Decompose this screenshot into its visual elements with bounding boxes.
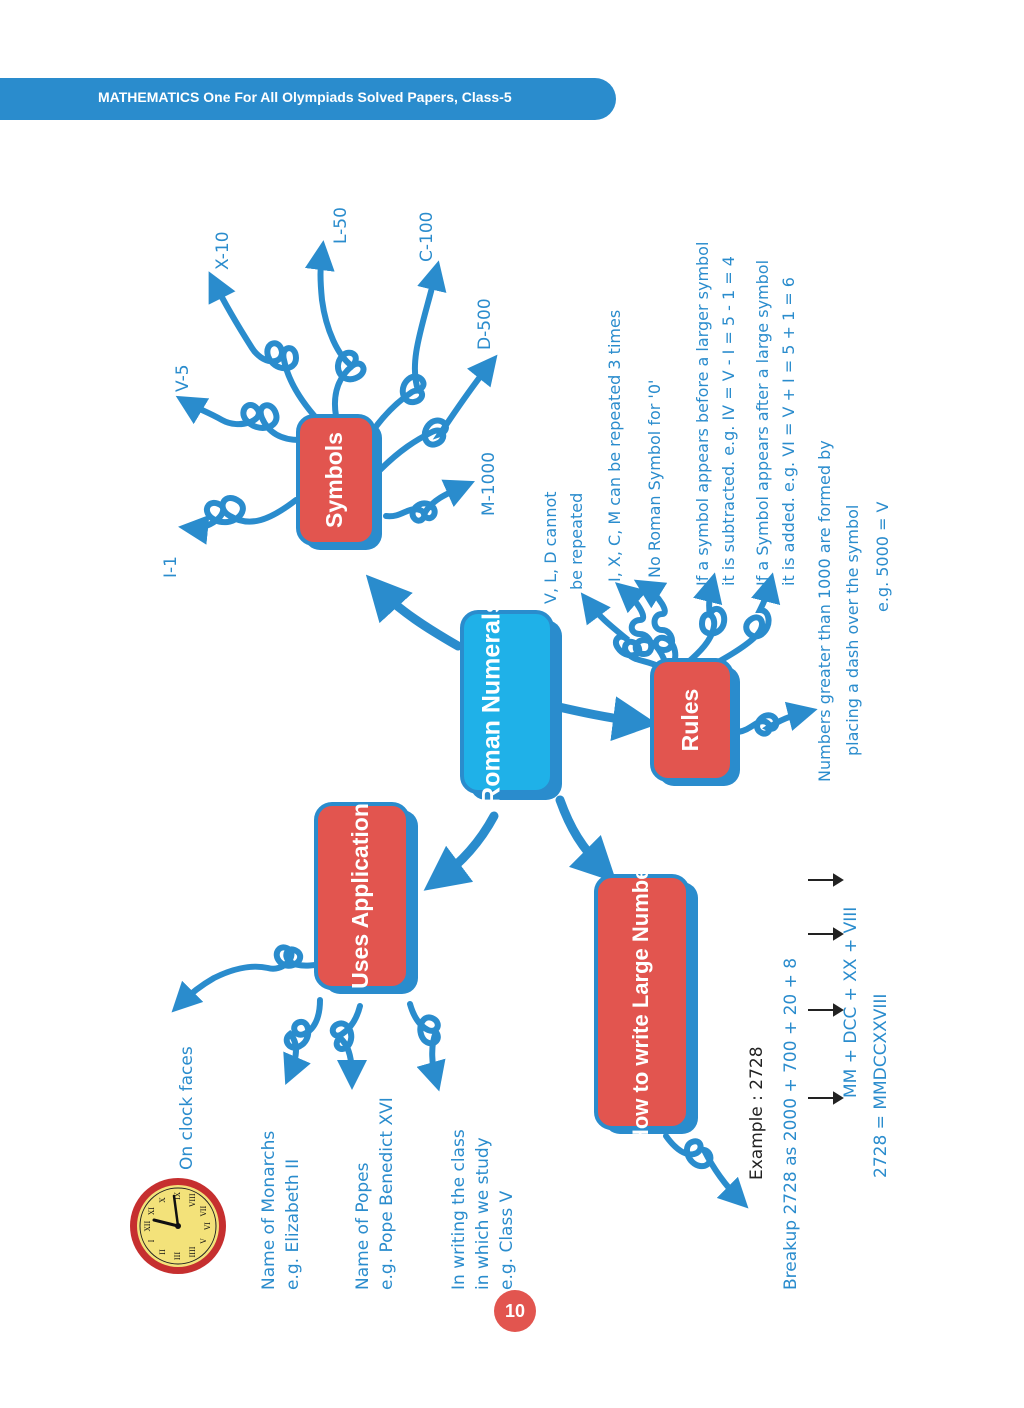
- clock-numeral: I: [148, 1239, 156, 1242]
- arrow-to-uses: [423, 811, 499, 891]
- clock-numeral: XI: [148, 1207, 156, 1215]
- use-class-a: In writing the class: [449, 1129, 469, 1290]
- header-bar: [0, 78, 616, 120]
- node-center-label: Roman Numerals: [478, 599, 506, 805]
- large-example: Example : 2728: [747, 1046, 767, 1180]
- rule-5b: it is added. e.g. VI = V + I = 5 + 1 = 6: [779, 277, 798, 586]
- rule-4b: it is subtracted. e.g. IV = V - I = 5 - …: [719, 256, 738, 586]
- symbol-labels: I-1 V-5 X-10 L-50 C-100 D-500 M-1000: [161, 207, 499, 578]
- clock-numeral: IIII: [189, 1246, 197, 1257]
- large-texts: Example : 2728 Breakup 2728 as 2000 + 70…: [747, 907, 891, 1290]
- clock-numeral: II: [159, 1249, 167, 1255]
- use-monarch-a: Name of Monarchs: [259, 1131, 279, 1290]
- symbol-i: I-1: [161, 556, 181, 578]
- breakup-arrows: [808, 873, 844, 1105]
- rule-6c: e.g. 5000 = V: [873, 501, 892, 612]
- large-result: 2728 = MMDCCXXVIII: [871, 994, 891, 1178]
- rule-5a: If a Symbol appears after a large symbol: [753, 260, 772, 586]
- use-class-b: in which we study: [473, 1137, 493, 1290]
- symbol-v: V-5: [173, 364, 193, 392]
- use-clock: On clock faces: [177, 1046, 197, 1170]
- node-symbols-label: Symbols: [321, 432, 347, 528]
- rule-6a: Numbers greater than 1000 are formed by: [815, 440, 834, 782]
- large-roman-parts: MM + DCC + XX + VIII: [841, 907, 861, 1098]
- arrow-to-symbols: [365, 574, 463, 651]
- node-uses: Uses Application: [314, 802, 418, 994]
- uses-texts: On clock faces Name of Monarchs e.g. Eli…: [177, 1046, 517, 1290]
- use-popes-a: Name of Popes: [353, 1162, 373, 1290]
- large-breakup: Breakup 2728 as 2000 + 700 + 20 + 8: [781, 958, 801, 1290]
- symbol-m: M-1000: [479, 452, 499, 516]
- symbol-c: C-100: [417, 212, 437, 262]
- node-uses-label: Uses Application: [347, 803, 373, 989]
- clock-numeral: VI: [204, 1222, 212, 1231]
- node-rules: Rules: [650, 658, 740, 786]
- use-monarch-b: e.g. Elizabeth II: [283, 1159, 303, 1290]
- use-class-c: e.g. Class V: [497, 1190, 517, 1290]
- rule-2: I, X, C, M can be repeated 3 times: [605, 310, 624, 582]
- clock-numeral: VII: [200, 1205, 208, 1217]
- clock-numeral: III: [174, 1252, 182, 1261]
- node-large: How to write Large Number: [594, 859, 698, 1145]
- node-rules-label: Rules: [677, 689, 703, 752]
- page-number: 10: [494, 1290, 536, 1332]
- rule-1a: V, L, D cannot: [541, 491, 560, 604]
- node-center: Roman Numerals: [460, 599, 562, 805]
- node-large-label: How to write Large Number: [628, 859, 653, 1145]
- rule-3: No Roman Symbol for '0': [645, 380, 664, 578]
- symbol-d: D-500: [475, 298, 495, 350]
- arrow-to-large: [555, 795, 617, 883]
- node-symbols: Symbols: [296, 414, 382, 550]
- symbol-l: L-50: [331, 207, 351, 244]
- use-popes-b: e.g. Pope Benedict XVI: [377, 1097, 397, 1290]
- rule-4a: If a symbol appears before a larger symb…: [693, 242, 712, 586]
- rule-6b: placing a dash over the symbol: [843, 505, 862, 756]
- clock-numeral: X: [159, 1197, 167, 1202]
- curly-connectors: [171, 240, 818, 1209]
- clock-numeral: V: [200, 1238, 208, 1245]
- rule-1b: be repeated: [567, 493, 586, 590]
- symbol-x: X-10: [213, 231, 233, 270]
- clock-numeral: VIII: [189, 1193, 197, 1208]
- header-title: MATHEMATICS One For All Olympiads Solved…: [98, 89, 512, 105]
- clock-numeral: XII: [144, 1221, 152, 1232]
- rule-texts: V, L, D cannot be repeated I, X, C, M ca…: [541, 242, 892, 782]
- clock-numeral: IX: [174, 1192, 182, 1200]
